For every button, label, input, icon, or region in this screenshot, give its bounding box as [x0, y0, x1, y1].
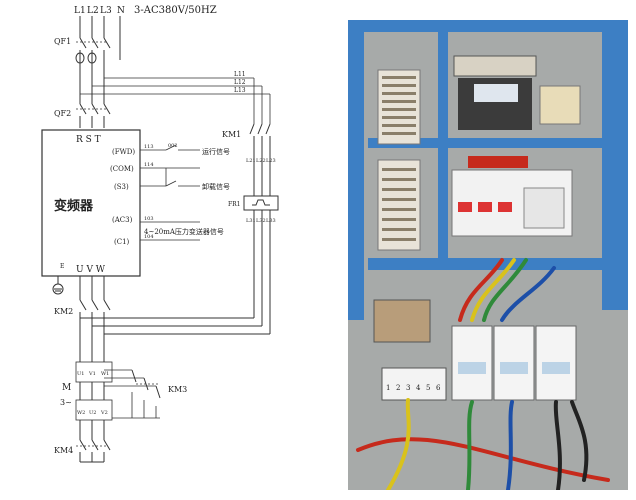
motor-lower-terminal-box [75, 399, 113, 421]
blue-mounting-frame [348, 20, 628, 320]
motor-phase: 3~ [60, 398, 72, 407]
bypass-wires [80, 317, 270, 335]
signal-unload: 卸载信号 [202, 182, 230, 191]
circuit-breakers [451, 156, 573, 237]
km1-lower-l31: L31 [246, 218, 256, 224]
bus-l11: L11 [234, 71, 246, 78]
vfd-input-terminals: R S T [76, 135, 101, 145]
vfd-term-fwd: (FWD) [112, 148, 135, 156]
km1-lower-l33: L33 [266, 218, 276, 224]
motor-w1: W1 [101, 371, 109, 377]
wire-002: 002 [168, 143, 178, 149]
vfd-term-com: (COM) [110, 165, 134, 173]
vfd-title: 变频器 [54, 198, 94, 214]
supply-line-l3: L3 [100, 6, 112, 16]
supply-line-l1: L1 [74, 6, 86, 16]
supply-wires [79, 16, 121, 60]
contactors-group [451, 325, 577, 401]
km1-contactor [249, 123, 271, 168]
fr1-thermal-relay [243, 195, 279, 211]
km2-contactor [79, 299, 111, 362]
terminal-num-2: 2 [396, 384, 400, 392]
motor-u2: U2 [89, 410, 96, 416]
bus-wires [80, 77, 271, 124]
supply-spec: 3-AC380V/50HZ [134, 5, 217, 16]
km1-term-l21: L21 [246, 158, 256, 164]
terminal-block [381, 367, 447, 401]
motor-v2: V2 [100, 410, 108, 416]
km3-contactor [104, 369, 161, 419]
wire-114: 114 [144, 162, 154, 168]
km1-lower-wires [253, 168, 271, 334]
terminal-num-6: 6 [436, 384, 441, 392]
control-cabinet-photo: 1 2 3 4 5 6 [348, 20, 628, 490]
vfd-term-ac3: (AC3) [112, 216, 133, 224]
km2-label: KM2 [54, 307, 73, 316]
supply-line-n: N [117, 6, 125, 16]
signal-wires [140, 144, 200, 241]
signal-pressure-transmitter: 4~20mA压力变送器信号 [144, 227, 224, 236]
km3-label: KM3 [168, 385, 187, 394]
bus-l13: L13 [234, 87, 246, 94]
vfd-output-terminals: U V W [76, 265, 106, 275]
motor-v1: V1 [88, 371, 96, 377]
km1-label: KM1 [222, 130, 241, 139]
wire-103: 103 [144, 216, 154, 222]
fr1-symbol [252, 199, 270, 206]
motor-w2: W2 [77, 410, 85, 416]
km4-contactor [76, 420, 111, 463]
km4-label: KM4 [54, 446, 73, 455]
motor-u1: U1 [77, 371, 84, 377]
control-transformer [453, 55, 581, 130]
vfd-term-s3: (S3) [114, 183, 129, 191]
km1-term-l22: L22 [256, 158, 266, 164]
qf1-breaker [75, 37, 111, 104]
vfd-box [41, 129, 141, 277]
fr1-label: FR1 [228, 201, 241, 208]
motor-upper-terminal-box [75, 361, 113, 383]
qf2-label: QF2 [54, 109, 71, 118]
ground-symbol [52, 276, 64, 295]
bus-l12: L12 [234, 79, 246, 86]
terminal-num-1: 1 [386, 384, 390, 392]
terminal-num-5: 5 [426, 384, 430, 392]
terminal-num-3: 3 [406, 384, 410, 392]
terminal-strip-left [377, 69, 421, 251]
cabinet-wiring [356, 258, 610, 490]
km1-lower-l32: L32 [256, 218, 266, 224]
qf2-breaker [76, 103, 111, 128]
qf1-label: QF1 [54, 37, 71, 46]
terminal-num-4: 4 [416, 384, 421, 392]
vfd-output-wires [79, 276, 105, 300]
supply-line-l2: L2 [87, 6, 99, 16]
wire-113: 113 [144, 144, 154, 150]
wire-104: 104 [144, 234, 154, 240]
electrical-schematic: L1 L2 L3 N 3-AC380V/50HZ QF1 L11 L12 L13… [41, 5, 279, 463]
motor-label: M [62, 383, 71, 393]
vfd-ground-e: E [60, 263, 64, 270]
km1-term-l23: L23 [266, 158, 276, 164]
small-transformer [373, 299, 431, 343]
signal-run: 运行信号 [202, 147, 230, 156]
vfd-term-c1: (C1) [114, 238, 130, 246]
motor-windings [79, 382, 105, 400]
